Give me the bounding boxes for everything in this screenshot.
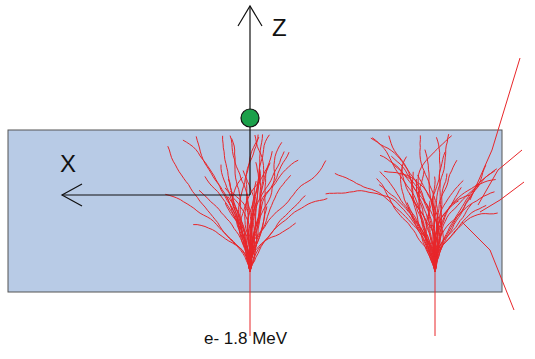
electron-track — [478, 150, 522, 205]
electron-track — [250, 163, 270, 272]
electron-track — [250, 199, 327, 273]
electron-track — [165, 194, 250, 272]
electron-track — [250, 135, 264, 272]
electron-track — [470, 58, 520, 200]
electron-track — [435, 171, 495, 272]
detector-point — [241, 109, 259, 127]
electron-track — [435, 160, 457, 272]
electron-track — [250, 161, 326, 273]
electron-track — [480, 182, 524, 212]
electron-track — [462, 222, 514, 310]
electron-track — [392, 163, 436, 273]
electron-tracks — [165, 58, 524, 336]
electron-track — [435, 272, 436, 336]
beam-label: e- 1.8 MeV — [204, 330, 287, 347]
electron-track — [183, 140, 250, 272]
electron-track — [371, 138, 435, 272]
electron-track — [409, 194, 435, 272]
electron-track — [249, 175, 291, 272]
axis-label: X — [60, 152, 76, 176]
electron-track — [434, 195, 470, 272]
electron-track — [168, 146, 250, 272]
electron-track — [435, 192, 495, 272]
target-slab — [8, 130, 502, 292]
z-axis — [249, 6, 250, 195]
electron-track — [434, 134, 448, 272]
z-arrowhead — [238, 6, 262, 26]
electron-track — [250, 272, 251, 336]
electron-track — [199, 190, 251, 272]
electron-track — [196, 136, 250, 272]
electron-track — [241, 165, 269, 273]
electron-track — [228, 179, 250, 272]
axes — [62, 6, 262, 206]
electron-track — [380, 172, 435, 273]
electron-track — [435, 169, 497, 272]
x-arrowhead — [62, 184, 82, 206]
electron-track — [250, 152, 284, 273]
x-axis — [62, 194, 250, 195]
axis-label: Z — [272, 16, 287, 40]
